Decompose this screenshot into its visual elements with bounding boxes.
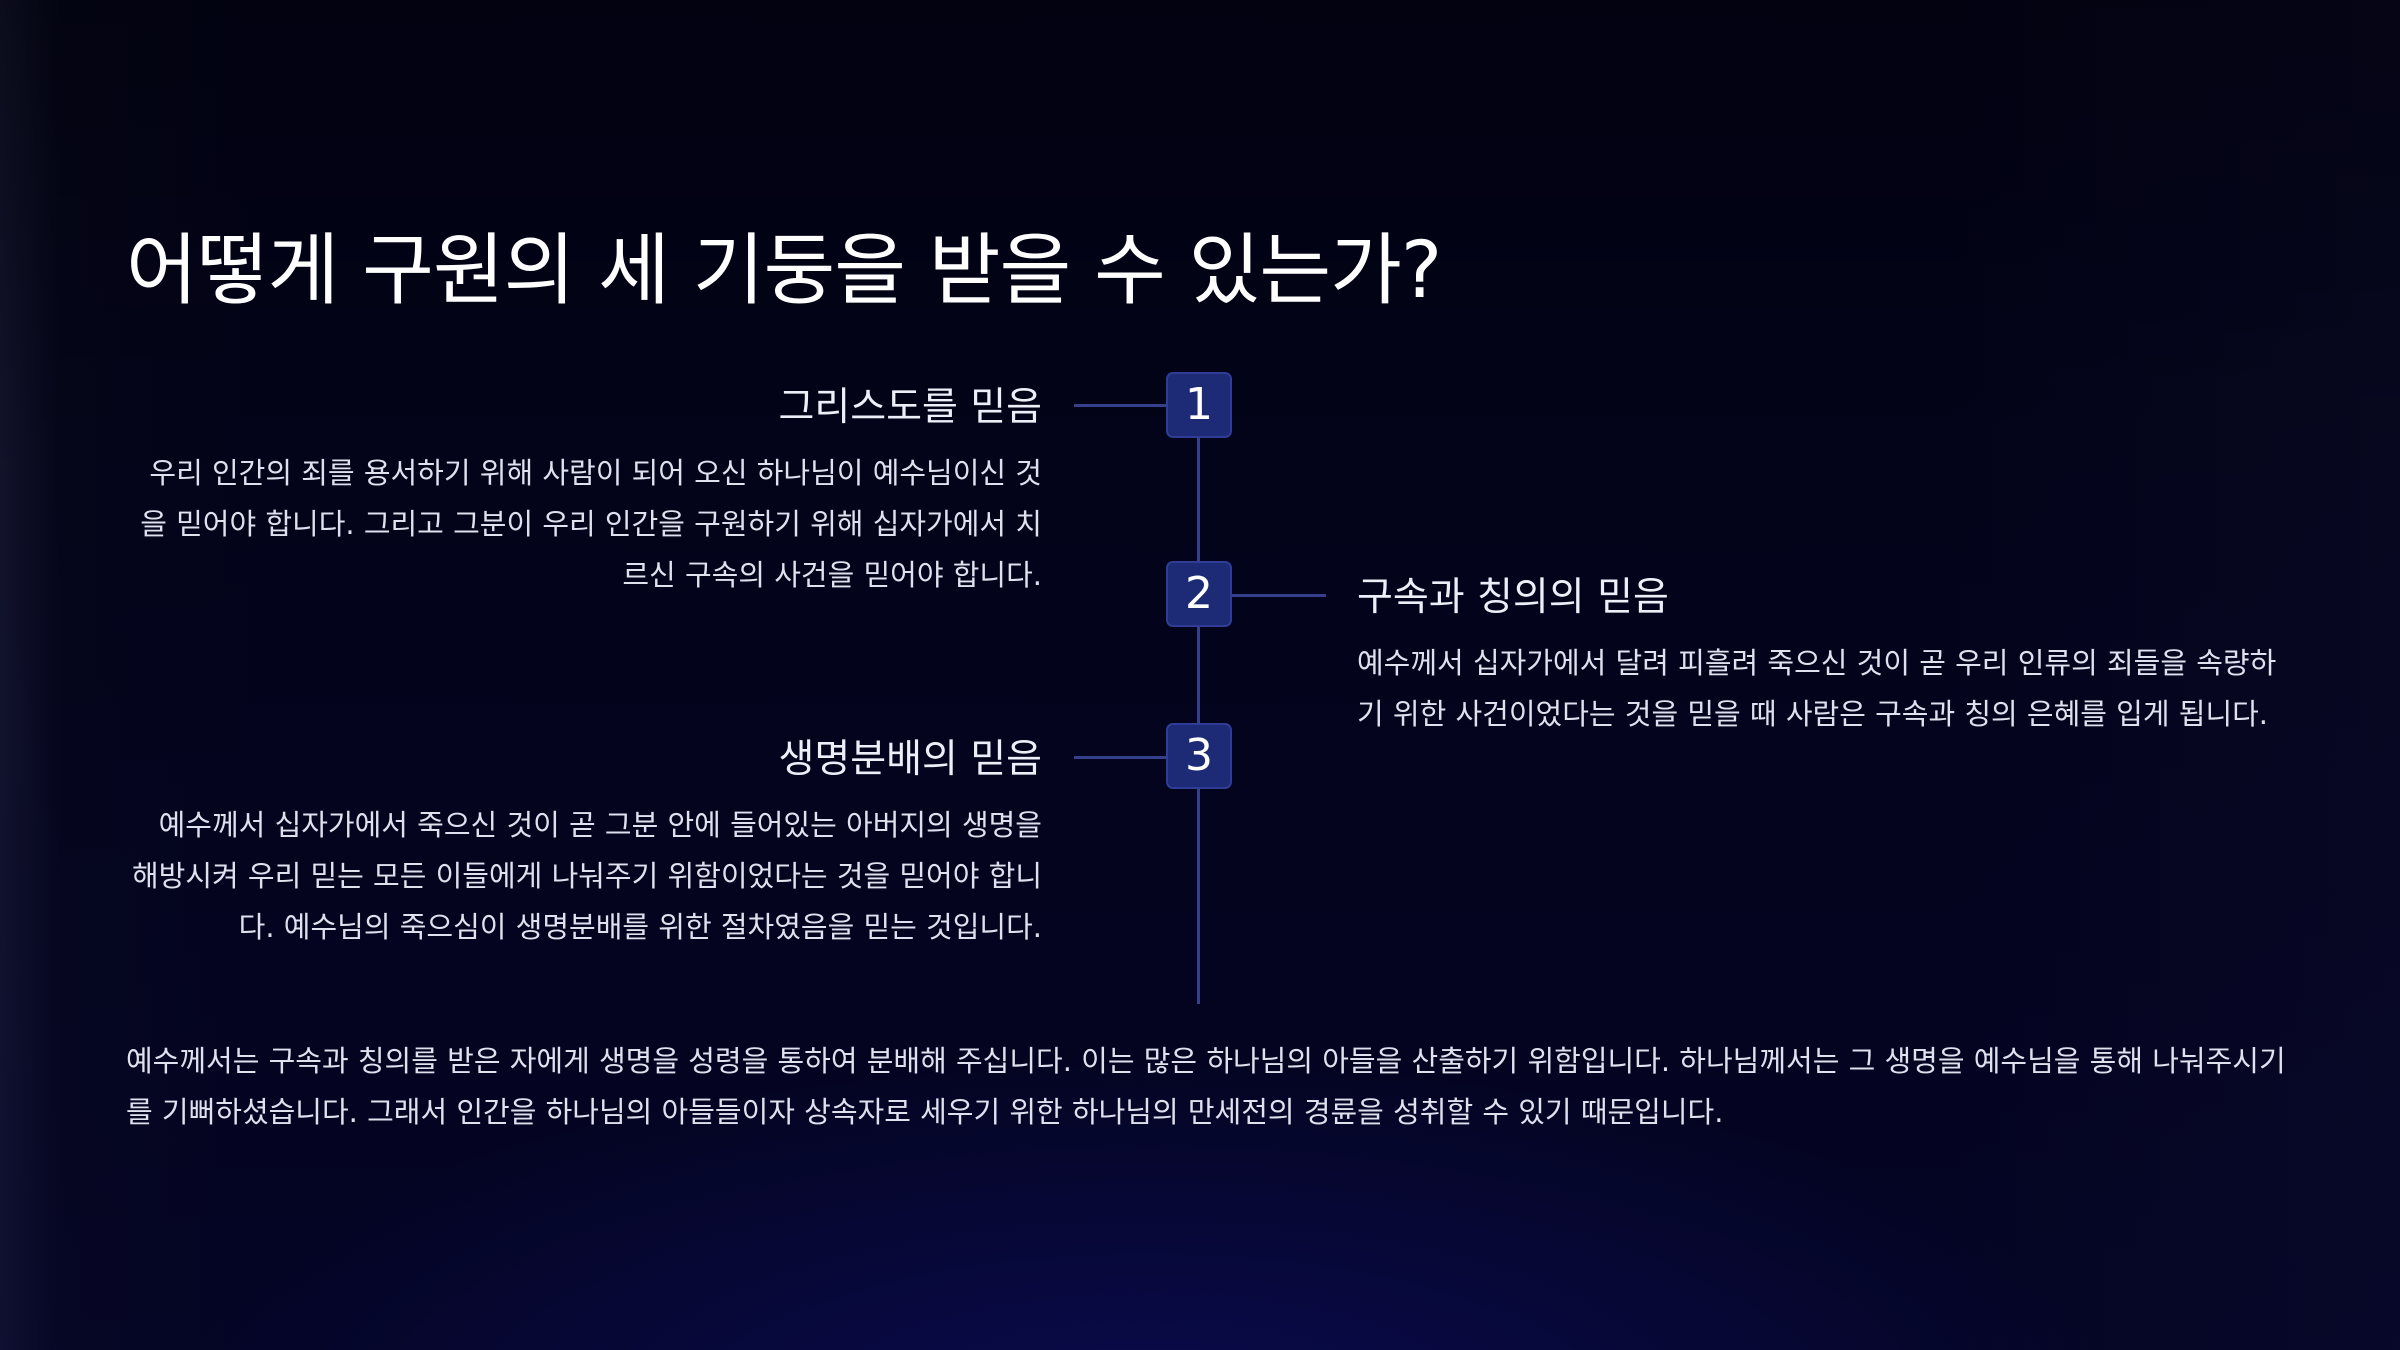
- step-3-connector: [1074, 756, 1168, 759]
- step-2-number-badge: 2: [1166, 561, 1232, 627]
- step-3-number-badge: 3: [1166, 723, 1232, 789]
- step-2-heading: 구속과 칭의의 믿음: [1357, 575, 1669, 620]
- timeline-line: [1197, 400, 1200, 1004]
- step-3-body: 예수께서 십자가에서 죽으신 것이 곧 그분 안에 들어있는 아버지의 생명을 …: [131, 808, 1042, 944]
- step-2-body: 예수께서 십자가에서 달려 피흘려 죽으신 것이 곧 우리 인류의 죄들을 속량…: [1357, 646, 2277, 731]
- step-1-number-badge: 1: [1166, 372, 1232, 438]
- step-2-connector: [1230, 594, 1326, 597]
- step-1-connector: [1074, 404, 1168, 407]
- summary-paragraph: 예수께서는 구속과 칭의를 받은 자에게 생명을 성령을 통하여 분배해 주십니…: [126, 1044, 2286, 1129]
- step-3-heading: 생명분배의 믿음: [778, 737, 1042, 782]
- step-1-body: 우리 인간의 죄를 용서하기 위해 사람이 되어 오신 하나님이 예수님이신 것…: [140, 456, 1042, 592]
- page-title: 어떻게 구원의 세 기둥을 받을 수 있는가?: [126, 226, 1442, 316]
- step-1-heading: 그리스도를 믿음: [778, 385, 1042, 430]
